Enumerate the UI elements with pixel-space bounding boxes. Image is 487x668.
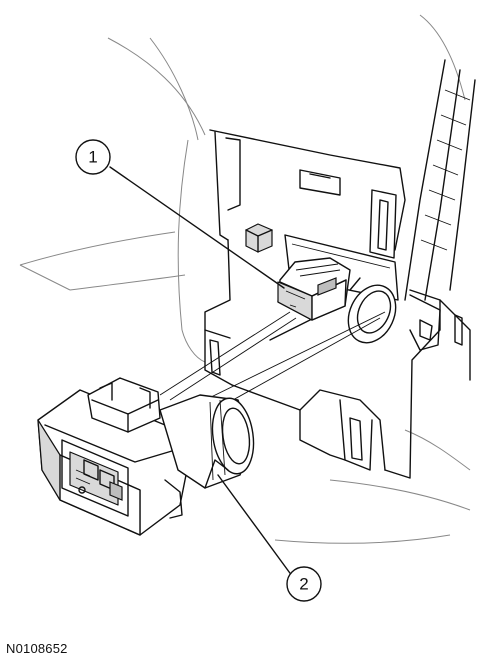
mounting-socket bbox=[284, 234, 399, 301]
callout-1-label: 1 bbox=[88, 148, 97, 167]
alignment-lines bbox=[159, 311, 386, 411]
callout-2: 2 bbox=[286, 566, 322, 602]
callout-2-label: 2 bbox=[299, 575, 308, 594]
leader-line-1 bbox=[109, 166, 285, 289]
console-bracket bbox=[204, 129, 441, 479]
connector-1 bbox=[277, 257, 351, 321]
callout-leaders bbox=[109, 166, 296, 581]
air-vent-trim bbox=[404, 59, 476, 381]
connector-2 bbox=[37, 377, 255, 536]
figure-id: N0108652 bbox=[6, 641, 68, 656]
leader-line-2 bbox=[217, 474, 296, 581]
dashboard-background bbox=[19, 14, 471, 544]
callout-1: 1 bbox=[75, 139, 111, 175]
bolt-icon bbox=[245, 223, 273, 253]
round-port bbox=[347, 277, 397, 344]
